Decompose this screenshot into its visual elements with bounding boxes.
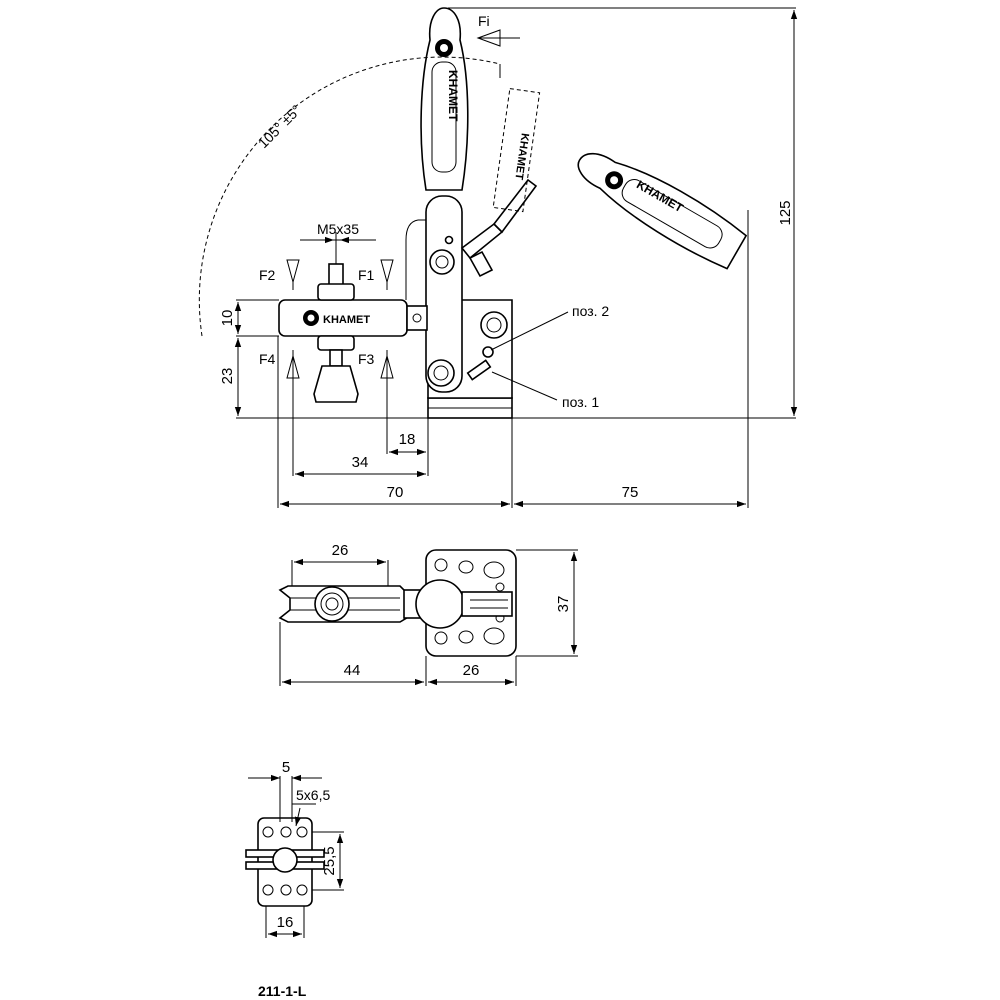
dim-70: 70 <box>387 484 404 501</box>
top-view: 26 37 44 26 <box>278 542 578 686</box>
arm-guard <box>405 219 419 300</box>
dim-16: 16 <box>277 914 294 931</box>
force-f4-arrow <box>286 354 300 379</box>
base-view: 5 5x6,5 25,5 16 <box>245 759 344 938</box>
position-2-label: поз. 2 <box>572 303 609 319</box>
top-spindle-nut <box>314 586 350 622</box>
force-f2: F2 <box>259 267 276 283</box>
force-f3-arrow <box>380 354 394 379</box>
part-number: 211-1-L <box>258 983 307 999</box>
dim-44: 44 <box>344 662 361 679</box>
dim-23: 23 <box>219 368 236 385</box>
spindle-nut-top <box>317 283 355 301</box>
dim-5x65: 5x6,5 <box>296 787 330 803</box>
position-1-label: поз. 1 <box>562 394 599 410</box>
dim-26-bottom: 26 <box>463 662 480 679</box>
dim-18: 18 <box>399 431 416 448</box>
spindle-pad <box>313 365 359 403</box>
dim-5: 5 <box>282 759 290 776</box>
force-f4: F4 <box>259 351 276 367</box>
side-view: KHAMET KHAMET KHAMET KHAMET <box>198 7 798 508</box>
force-f3: F3 <box>358 351 375 367</box>
spindle-nut-bottom <box>317 335 355 351</box>
position-2-hole <box>482 346 494 358</box>
handle-ghost <box>492 88 541 213</box>
spindle-screw <box>328 263 344 287</box>
brand-handle-ghost: KHAMET <box>512 132 530 181</box>
force-fi: Fi <box>478 13 490 29</box>
angle-label: 105° ±5° <box>255 102 304 151</box>
dim-37: 37 <box>555 596 572 613</box>
top-arm-hub <box>415 579 465 629</box>
position-1-slot <box>466 359 492 381</box>
dim-125: 125 <box>777 200 794 225</box>
force-f2-arrow <box>286 259 300 284</box>
handle-open: KHAMET <box>577 152 748 270</box>
thread-label: M5x35 <box>317 221 359 237</box>
dim-25-5: 25,5 <box>321 846 338 875</box>
brand-handle-closed: KHAMET <box>446 70 460 122</box>
angle-arc <box>198 56 501 337</box>
brand-holder: KHAMET <box>323 314 370 326</box>
force-f1: F1 <box>358 267 375 283</box>
dim-26-top: 26 <box>332 542 349 559</box>
dim-34: 34 <box>352 454 369 471</box>
force-f1-arrow <box>380 259 394 284</box>
clamp-arm <box>425 195 463 393</box>
dim-10: 10 <box>219 310 236 327</box>
dim-75: 75 <box>622 484 639 501</box>
